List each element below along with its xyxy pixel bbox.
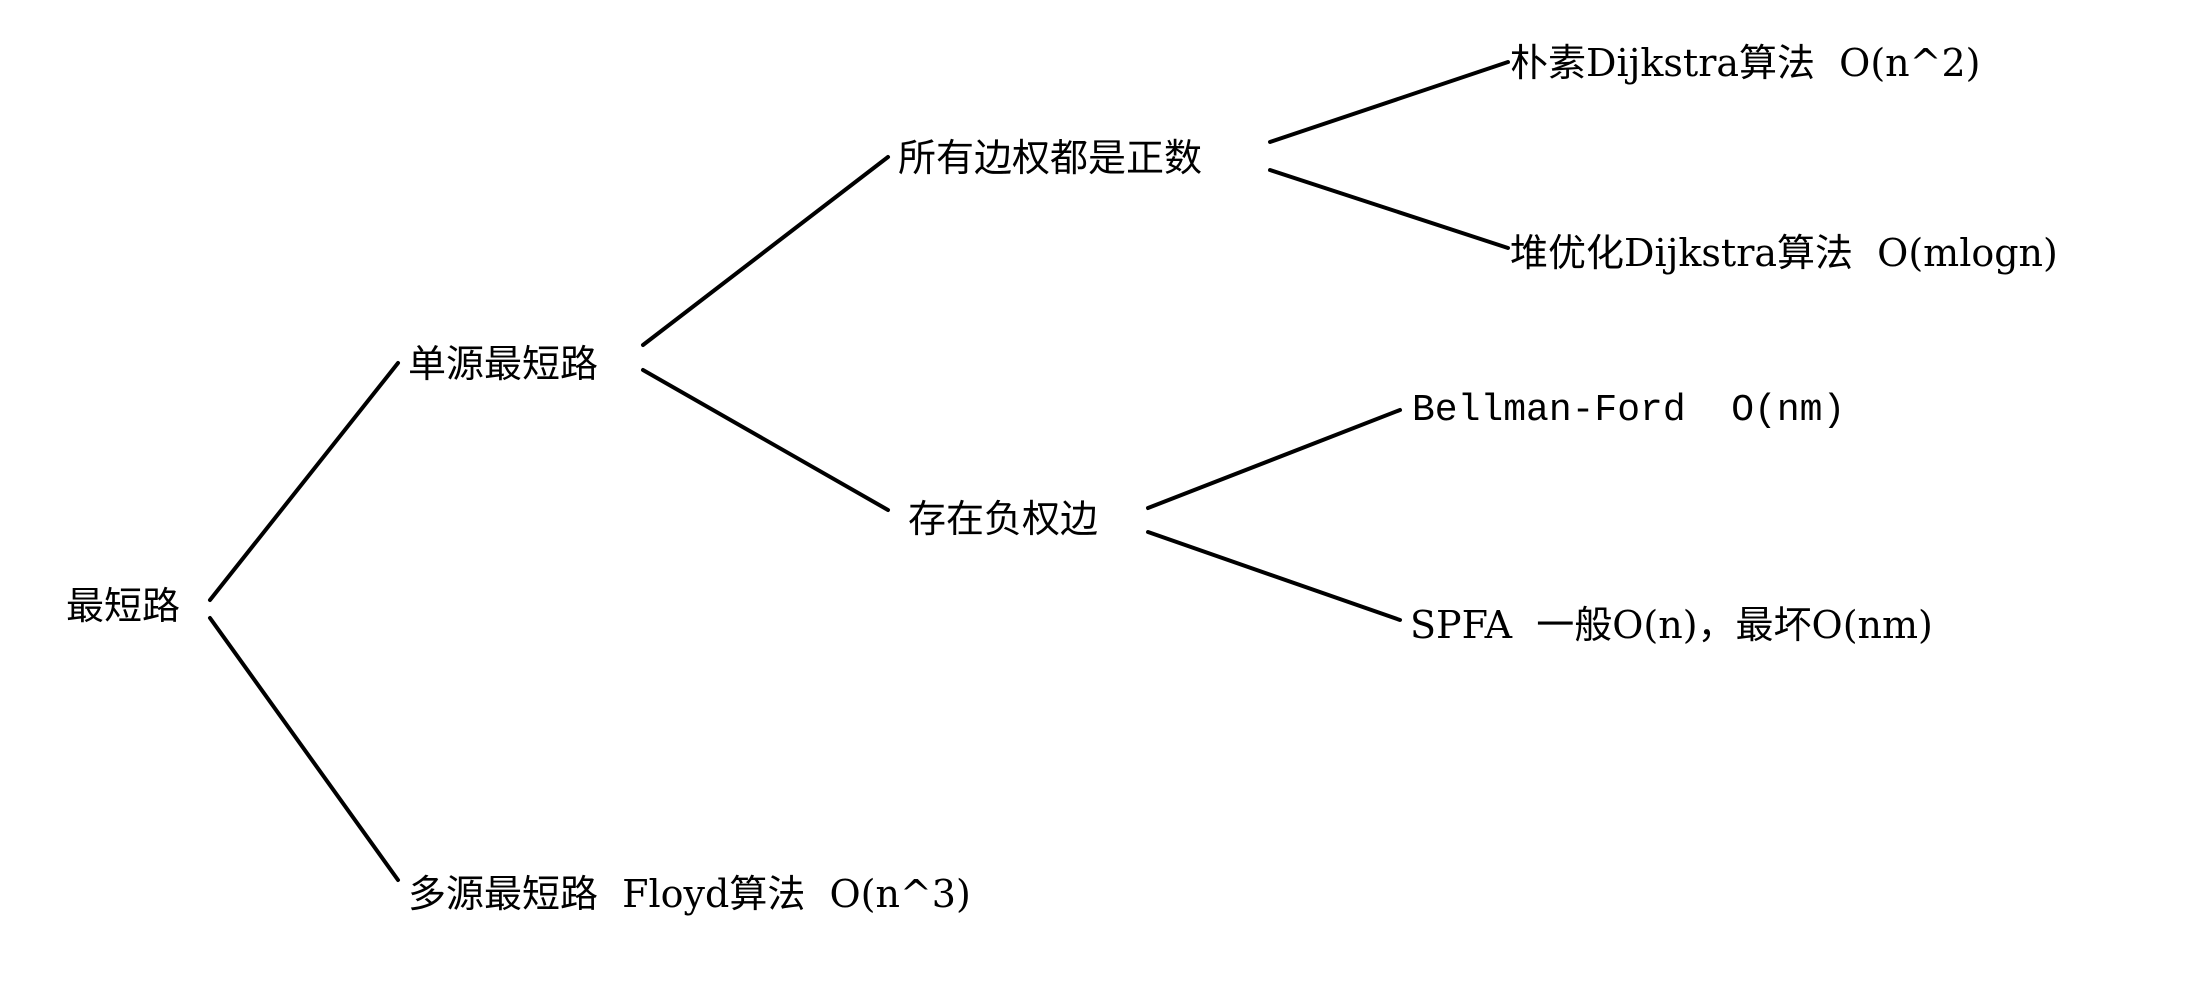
node-bellman-ford: Bellman-Ford O(nm): [1412, 389, 1846, 432]
node-positive-weights: 所有边权都是正数: [898, 136, 1203, 180]
node-heap-dijkstra: 堆优化Dijkstra算法 O(mlogn): [1510, 231, 2058, 275]
node-spfa: SPFA 一般O(n)，最坏O(nm): [1410, 603, 1933, 647]
node-single-source: 单源最短路: [408, 342, 599, 386]
node-root: 最短路: [66, 584, 181, 628]
edge-root-to-multi-source: [208, 616, 400, 882]
edge-single-source-to-positive: [641, 155, 890, 347]
node-naive-dijkstra: 朴素Dijkstra算法 O(n^2): [1510, 41, 1981, 85]
node-negative-weights: 存在负权边: [908, 497, 1099, 541]
edge-positive-to-heap-dijkstra: [1268, 168, 1510, 250]
edge-root-to-single-source: [208, 361, 400, 602]
edge-single-source-to-negative: [641, 368, 890, 512]
node-multi-source: 多源最短路 Floyd算法 O(n^3): [408, 872, 971, 916]
edge-positive-to-naive-dijkstra: [1268, 60, 1510, 144]
edge-negative-to-spfa: [1146, 530, 1402, 622]
edge-negative-to-bellman-ford: [1146, 408, 1402, 510]
